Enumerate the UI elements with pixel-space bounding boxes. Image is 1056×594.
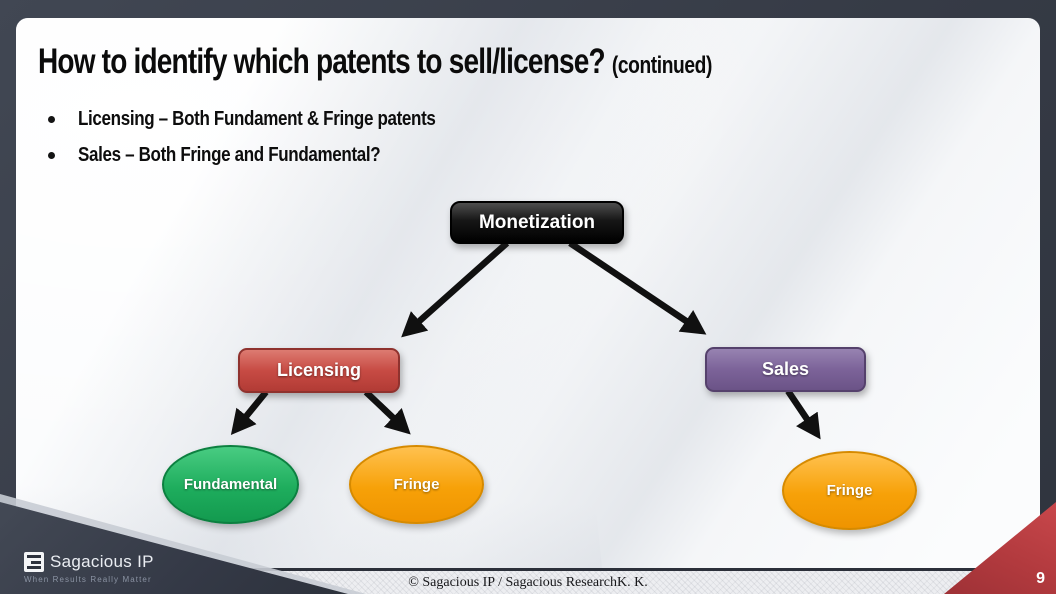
node-label: Fringe: [393, 476, 440, 493]
card-bottom-border: [0, 568, 1056, 571]
node-label: Monetization: [478, 211, 596, 233]
edge-licensing-fundamental: [230, 389, 269, 436]
edge-monetization-sales: [568, 240, 707, 335]
logo-name: Sagacious IP: [50, 552, 154, 571]
node-sales: Sales: [705, 347, 866, 392]
node-label: Fringe: [826, 482, 873, 499]
bullet-item-licensing: Licensing – Both Fundament & Fringe pate…: [48, 108, 499, 131]
node-monetization: Monetization: [450, 201, 624, 244]
node-label: Fundamental: [183, 476, 278, 493]
node-fundamental: Fundamental: [162, 445, 299, 524]
slide-title-text: How to identify which patents to sell/li…: [38, 42, 606, 81]
slide-title-suffix: (continued): [611, 52, 713, 79]
edge-monetization-licensing: [401, 240, 510, 338]
node-label: Sales: [761, 359, 810, 379]
node-fringe-right: Fringe: [782, 451, 917, 530]
slide-title: How to identify which patents to sell/li…: [38, 42, 712, 82]
sagacious-bars-icon: [24, 552, 44, 572]
logo-tagline: When Results Really Matter: [24, 575, 152, 584]
node-licensing: Licensing: [238, 348, 400, 393]
node-fringe-left: Fringe: [349, 445, 484, 524]
slide-content-card: How to identify which patents to sell/li…: [16, 18, 1040, 568]
bullet-text: Licensing – Both Fundament & Fringe pate…: [78, 108, 436, 130]
page-number: 9: [1036, 570, 1045, 587]
copyright-text: © Sagacious IP / Sagacious ResearchK. K.: [408, 574, 648, 590]
bullet-text: Sales – Both Fringe and Fundamental?: [78, 144, 381, 166]
node-label: Licensing: [276, 360, 361, 380]
bullet-item-sales: Sales – Both Fringe and Fundamental?: [48, 144, 434, 167]
bullet-dot-icon: [48, 116, 55, 123]
edge-licensing-fringe: [363, 389, 411, 435]
edge-sales-fringe: [785, 389, 821, 440]
bullet-dot-icon: [48, 152, 55, 159]
sagacious-ip-logo: Sagacious IP When Results Really Matter: [24, 552, 154, 584]
